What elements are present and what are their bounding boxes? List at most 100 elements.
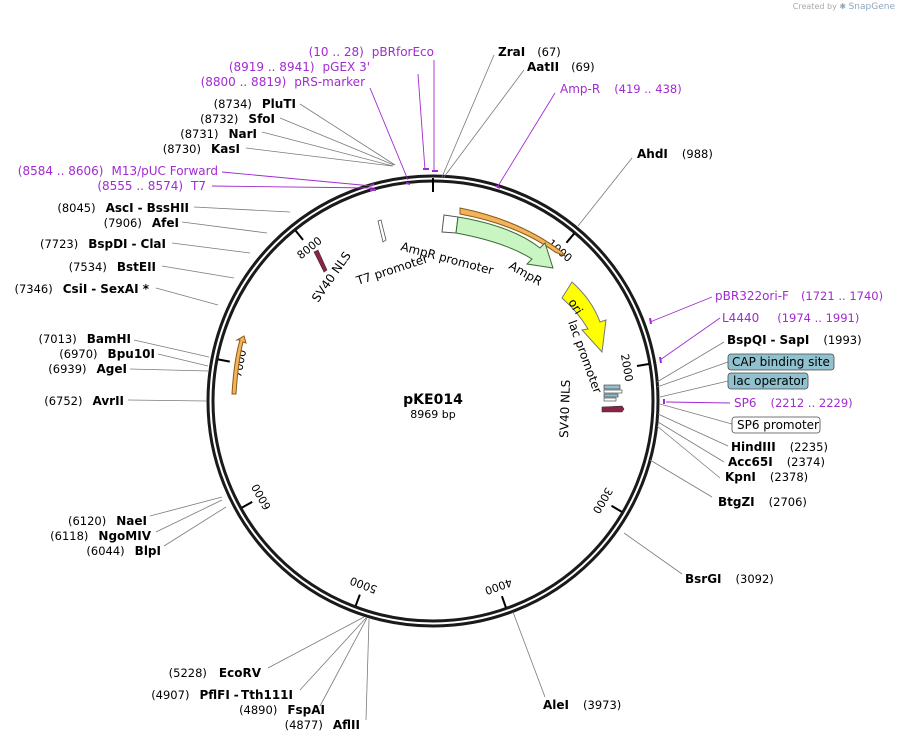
primer-marks [369, 168, 665, 404]
credit-brand: SnapGene [848, 2, 895, 12]
leader-btgzi [649, 459, 713, 498]
leader-lac-op [659, 380, 729, 398]
primer-lines [211, 60, 731, 404]
primer-mark-prs [405, 182, 411, 185]
tick-mark-1000 [565, 232, 575, 244]
site-kpni: KpnI(2378) [725, 470, 808, 484]
primer-mark-m13 [369, 183, 375, 187]
site-aflii: (4877)AflII [285, 718, 360, 732]
tick-label-4000: 4000 [483, 575, 514, 597]
leader-bsteii [161, 265, 235, 279]
backbone-outer-ring [206, 174, 660, 628]
leader-pluti [299, 103, 396, 166]
leader-csii [155, 287, 219, 306]
lac-operator-label: lac operator [733, 374, 806, 388]
credit-prefix: Created by [792, 2, 837, 11]
site-btgzi: BtgZI(2706) [718, 495, 807, 509]
leader-bspqi [656, 341, 725, 383]
site-bamhi: (7013)BamHI [38, 332, 131, 346]
site-ahdi: AhdI(988) [637, 147, 713, 161]
site-alei: AleI(3973) [543, 698, 621, 712]
site-nari: (8731)NarI [180, 127, 257, 141]
leader-kpni [656, 425, 721, 479]
leader-amp-r [497, 92, 556, 187]
leader-ahdi [577, 157, 633, 227]
leader-alei [512, 611, 546, 698]
leader-bamhi [133, 339, 210, 358]
leader-l4440 [659, 317, 721, 361]
site-blpi: (6044)BlpI [86, 544, 161, 558]
leader-sp6-prom [659, 403, 733, 425]
feature-boxes: CAP binding site lac operator SP6 promot… [656, 353, 835, 434]
leader-prs-marker [369, 87, 409, 181]
leader-lines [127, 54, 729, 721]
site-pluti: (8734)PluTI [214, 97, 296, 111]
leader-blpi [163, 506, 227, 547]
plasmid-name: pKE014 [403, 392, 463, 408]
lac-promoter-mark [603, 389, 623, 394]
label-sv40-nls-left: SV40 NLS [309, 249, 354, 305]
primer-pgex3: (8919 .. 8941)pGEX 3' [229, 60, 370, 74]
site-zrai: ZraI(67) [498, 45, 561, 59]
leader-fspai [319, 617, 368, 707]
site-sfoi: (8732)SfoI [200, 112, 275, 126]
leader-kasi [245, 147, 393, 167]
leader-m13 [221, 171, 373, 187]
leader-bsrgi [623, 532, 683, 575]
leader-naei [149, 496, 223, 517]
leader-pflfi [299, 617, 367, 691]
primer-amp-r: Amp-R(419 .. 438) [560, 82, 682, 96]
leader-pbr322ori [649, 296, 713, 323]
tick-label-5000: 5000 [348, 574, 379, 596]
site-bspqi: BspQI-SapI(1993) [727, 333, 862, 347]
sv40-nls-right-mark [601, 405, 625, 413]
sp6-promoter-mark [603, 397, 617, 402]
leader-asci [193, 206, 291, 213]
label-t7-promoter: T7 promoter [354, 252, 430, 289]
primer-l4440: L4440(1974 .. 1991) [722, 311, 859, 325]
leader-ecorv [267, 616, 365, 669]
leader-bpu10i [157, 353, 209, 367]
site-pflfi: (4907)PflFI-Tth111I [151, 688, 293, 702]
site-aatii: AatII(69) [527, 60, 595, 74]
feature-arrows [231, 207, 625, 413]
leader-ngomiv [155, 499, 223, 533]
site-afei: (7906)AfeI [104, 216, 179, 230]
sv40-nls-left-mark [313, 249, 328, 273]
ampr-arrow [455, 216, 554, 269]
site-agei: (6939)AgeI [48, 362, 127, 376]
leader-bspdi [171, 242, 251, 254]
primer-mark-pbr322 [649, 317, 652, 325]
leader-sp6 [665, 401, 731, 404]
leader-nari [261, 131, 394, 167]
snapgene-credit: Created by ✱ SnapGene [793, 2, 895, 12]
tick-label-2000: 2000 [618, 353, 636, 383]
primer-m13: (8584 .. 8606)M13/pUC Forward [18, 164, 218, 178]
leader-aatii [443, 69, 525, 178]
site-bsteii: (7534)BstEII [69, 260, 156, 274]
lac-operator-box [727, 372, 809, 390]
site-asci: (8045)AscI-BssHII [57, 201, 189, 215]
snapgene-logo-icon: ✱ [839, 2, 847, 11]
cap-site-mark [603, 384, 621, 390]
primer-pbrforeco: (10 .. 28)pBRforEco [309, 45, 434, 59]
sp6-promoter-label: SP6 promoter [737, 418, 819, 432]
primer-mark-ampr [495, 185, 501, 189]
primer-mark-l4440 [659, 356, 662, 364]
leader-aflii [365, 618, 370, 721]
leader-avrii [127, 399, 208, 402]
tick-mark-8000 [294, 229, 304, 241]
site-bspdi: (7723)BspDI-ClaI [40, 237, 166, 251]
leader-cap [656, 361, 729, 388]
tick-label-3000: 3000 [590, 485, 615, 516]
site-ecorv: (5228)EcoRV [169, 666, 262, 680]
tick-mark-7000 [217, 358, 230, 363]
site-naei: (6120)NaeI [68, 514, 147, 528]
ori-arrow [561, 281, 607, 354]
tick-mark-6000 [241, 501, 253, 509]
tick-mark-3000 [611, 504, 623, 513]
primer-pbr322ori: pBR322ori-F(1721 .. 1740) [715, 289, 883, 303]
cap-binding-site-label: CAP binding site [732, 355, 830, 369]
cap-binding-site-box [727, 353, 835, 371]
site-kasi: (8730)KasI [163, 142, 240, 156]
